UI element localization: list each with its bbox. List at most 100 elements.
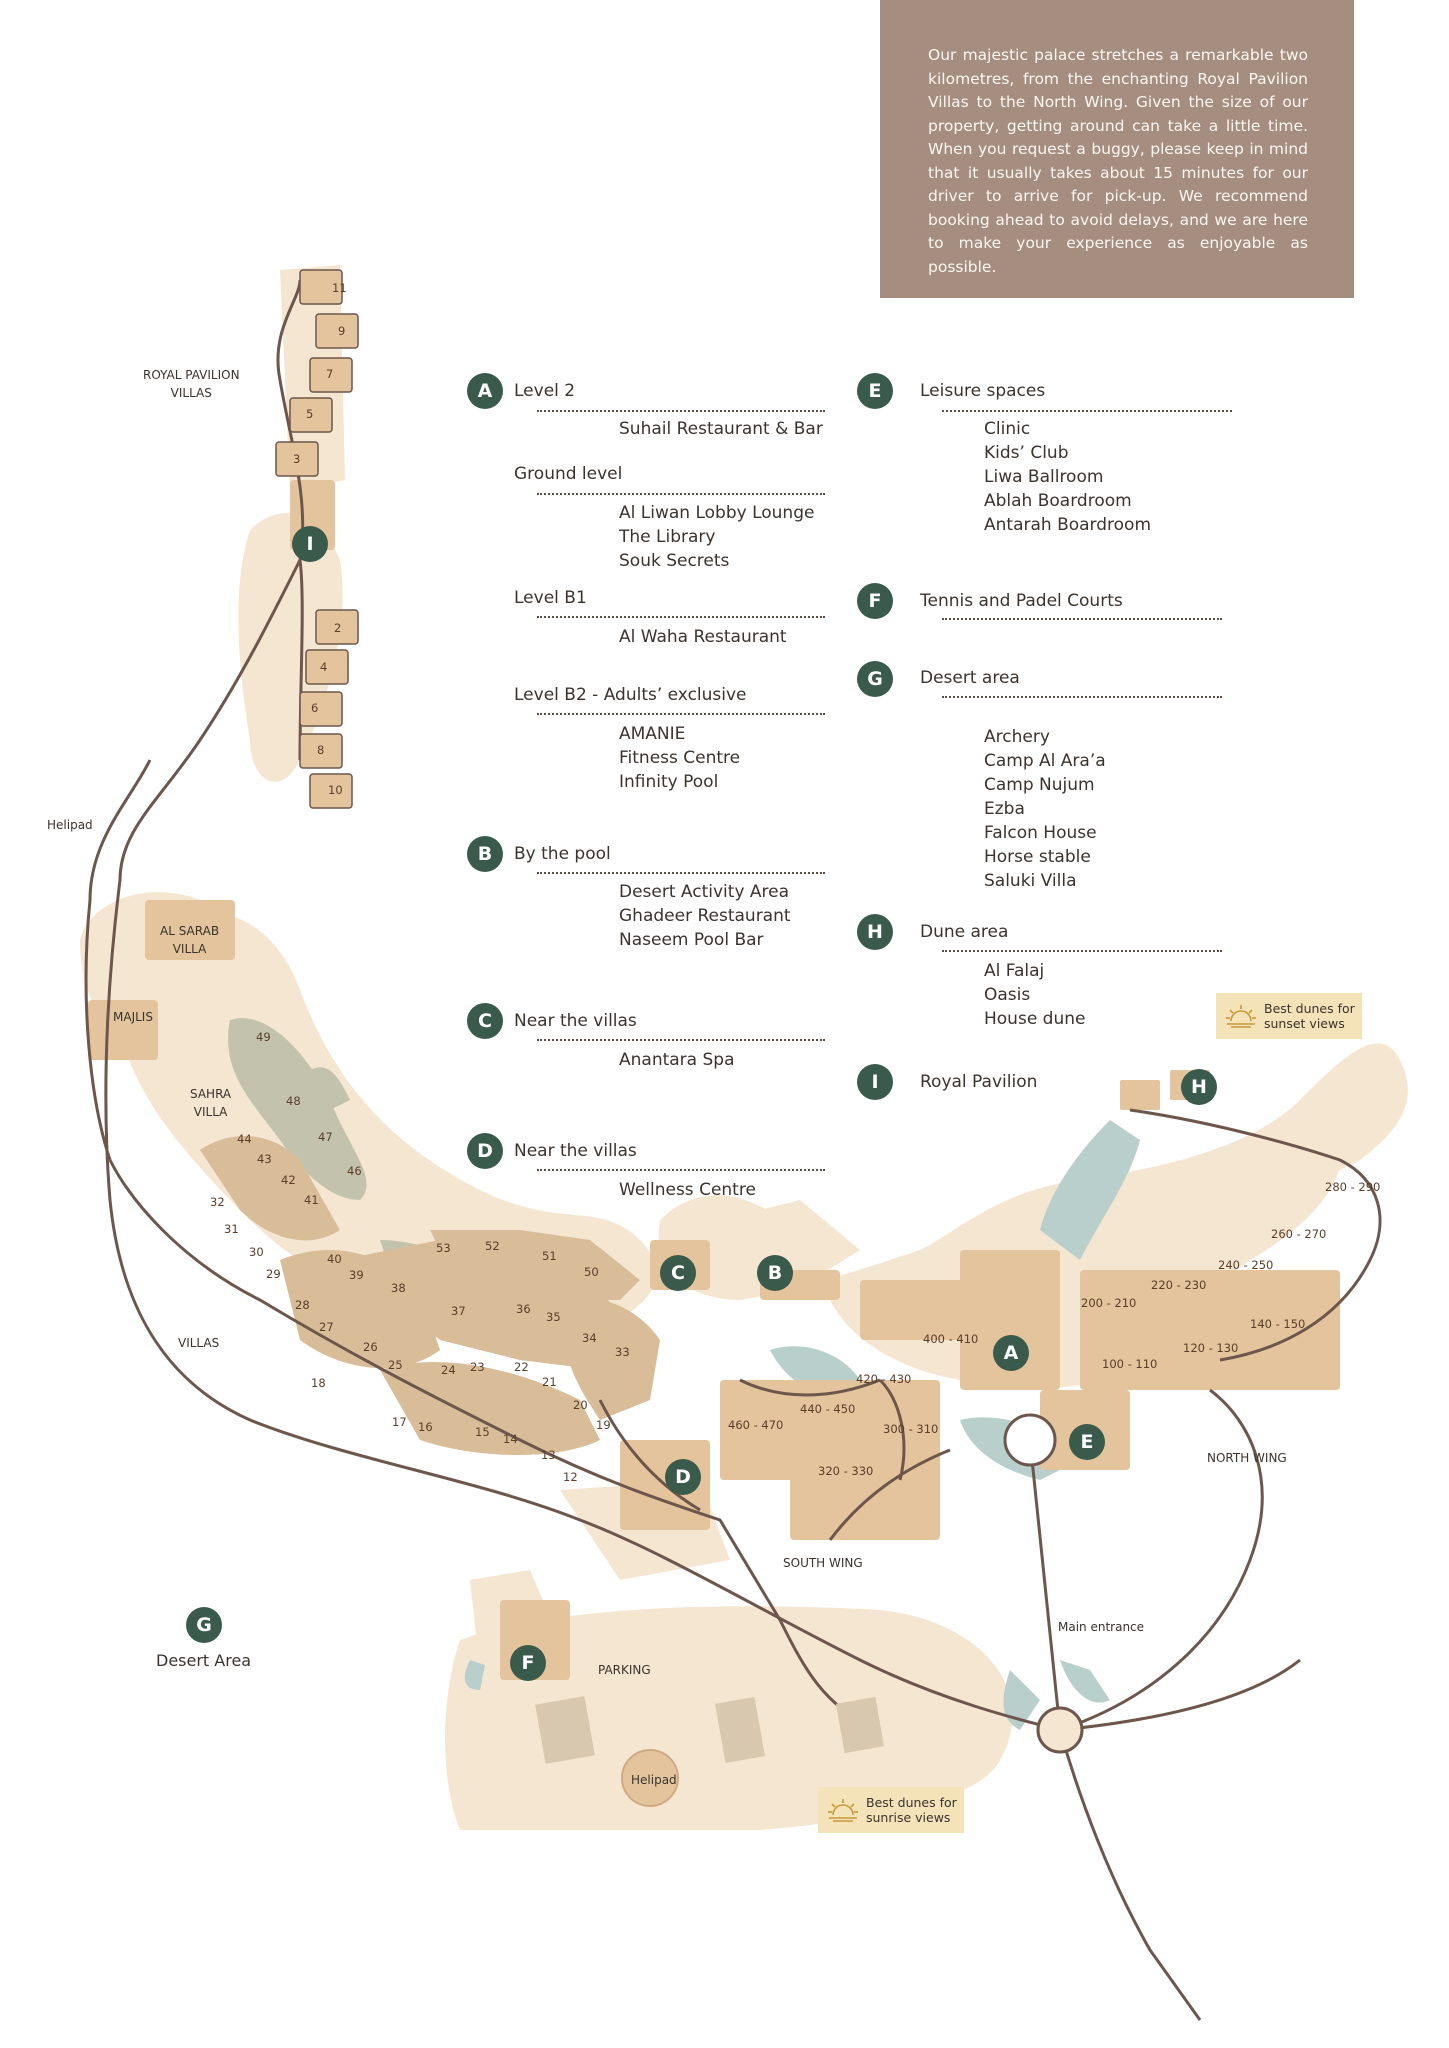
legend-f-title: Tennis and Padel Courts: [920, 591, 1123, 611]
legend-item: Antarah Boardroom: [984, 515, 1152, 535]
legend-item: Archery: [984, 727, 1050, 747]
villa-number: 27: [319, 1320, 334, 1334]
villa-number: 51: [542, 1249, 557, 1263]
villas-label: VILLAS: [178, 1336, 220, 1350]
legend-g-title: Desert area: [920, 668, 1020, 688]
room-range: 200 - 210: [1081, 1296, 1137, 1310]
villa-number: 28: [295, 1298, 310, 1312]
legend-item: Desert Activity Area: [619, 882, 790, 902]
villa-number: 49: [256, 1030, 271, 1044]
map-badge-d[interactable]: D: [665, 1459, 701, 1495]
legend-item: Al Waha Restaurant: [619, 627, 787, 647]
legend-item: Infinity Pool: [619, 772, 719, 792]
parking-label: PARKING: [598, 1663, 651, 1677]
room-range: 320 - 330: [818, 1464, 874, 1478]
pavilion-villa-number: 11: [332, 281, 347, 295]
map-badge-b[interactable]: B: [757, 1255, 793, 1291]
villa-plots: [200, 1136, 660, 1455]
legend-item: Al Falaj: [984, 961, 1045, 981]
villa-number: 47: [318, 1130, 333, 1144]
legend-divider: [942, 696, 1222, 698]
villa-number: 40: [327, 1252, 342, 1266]
legend-item: Suhail Restaurant & Bar: [619, 419, 823, 439]
pavilion-villa-number: 10: [328, 783, 343, 797]
map-badge-g[interactable]: G: [186, 1607, 222, 1643]
legend-item: Al Liwan Lobby Lounge: [619, 503, 815, 523]
legend-divider: [942, 950, 1222, 952]
legend-e-title: Leisure spaces: [920, 381, 1046, 401]
villa-number: 48: [286, 1094, 301, 1108]
helipad-south-marker: [621, 1749, 679, 1807]
map-badge-f[interactable]: F: [510, 1645, 546, 1681]
legend-b-title: By the pool: [514, 844, 611, 864]
room-range: 280 - 290: [1325, 1180, 1381, 1194]
legend-item: Ablah Boardroom: [984, 491, 1132, 511]
room-range: 420 - 430: [856, 1372, 912, 1386]
legend-a-b2-title: Level B2 - Adults’ exclusive: [514, 685, 747, 705]
villa-number: 42: [281, 1173, 296, 1187]
room-range: 300 - 310: [883, 1422, 939, 1436]
map-badge-a[interactable]: A: [993, 1335, 1029, 1371]
villa-number: 44: [237, 1132, 252, 1146]
villa-number: 19: [596, 1418, 611, 1432]
legend-divider: [537, 493, 825, 495]
villa-number: 16: [418, 1420, 433, 1434]
majlis-label: MAJLIS: [113, 1010, 153, 1024]
legend-item: Ezba: [984, 799, 1025, 819]
roads: [84, 279, 1382, 2021]
map-badge-h[interactable]: H: [1181, 1069, 1217, 1105]
north-wing-label: NORTH WING: [1207, 1451, 1287, 1465]
map-badge-e[interactable]: E: [1069, 1424, 1105, 1460]
legend-item: AMANIE: [619, 724, 686, 744]
villa-number: 33: [615, 1345, 630, 1359]
villa-number: 23: [470, 1360, 485, 1374]
sunset-icon: [1226, 1005, 1256, 1028]
villa-number: 38: [391, 1281, 406, 1295]
legend-badge-f: F: [857, 583, 893, 619]
legend-item: Falcon House: [984, 823, 1097, 843]
villa-number: 17: [392, 1415, 407, 1429]
villa-number: 24: [441, 1363, 456, 1377]
pavilion-villa-number: 5: [306, 407, 314, 421]
legend-item: Naseem Pool Bar: [619, 930, 764, 950]
villa-number: 13: [541, 1448, 556, 1462]
legend-item: Camp Nujum: [984, 775, 1095, 795]
legend-badge-i: I: [857, 1064, 893, 1100]
villa-number: 32: [210, 1195, 225, 1209]
legend-a-ground-title: Ground level: [514, 464, 623, 484]
villa-number: 31: [224, 1222, 239, 1236]
legend-badge-d: D: [467, 1133, 503, 1169]
legend-divider: [942, 410, 1232, 412]
legend-divider: [537, 872, 825, 874]
sahra-villa-label: SAHRA VILLA: [190, 1087, 232, 1119]
villa-number: 26: [363, 1340, 378, 1354]
villa-number: 15: [475, 1425, 490, 1439]
villa-number: 20: [573, 1398, 588, 1412]
map-badge-i[interactable]: I: [292, 526, 328, 562]
roundabouts: [1003, 1413, 1084, 1754]
villa-number: 43: [257, 1152, 272, 1166]
pavilion-villa-number: 8: [317, 743, 325, 757]
map-badge-c[interactable]: C: [660, 1255, 696, 1291]
legend-item: Saluki Villa: [984, 871, 1077, 891]
villa-number: 41: [304, 1193, 319, 1207]
sunrise-note: Best dunes for sunrise views: [818, 1787, 964, 1833]
legend-divider: [537, 713, 825, 715]
legend-item: Wellness Centre: [619, 1180, 756, 1200]
legend-item: Horse stable: [984, 847, 1091, 867]
legend-divider: [537, 616, 825, 618]
royal-pavilion-villas-label: ROYAL PAVILION VILLAS: [143, 368, 240, 400]
desert-area-label: Desert Area: [156, 1651, 252, 1670]
room-range: 120 - 130: [1183, 1341, 1239, 1355]
al-sarab-villa-label: AL SARAB VILLA: [160, 924, 220, 956]
room-range: 260 - 270: [1271, 1227, 1327, 1241]
pavilion-villa-number: 2: [334, 621, 342, 635]
legend-a-b1-title: Level B1: [514, 588, 587, 608]
legend-i-title: Royal Pavilion: [920, 1072, 1038, 1092]
villa-number: 36: [516, 1302, 531, 1316]
villa-number: 35: [546, 1310, 561, 1324]
legend-a-title: Level 2: [514, 381, 576, 401]
sunset-note-text: Best dunes for sunset views: [1264, 1001, 1355, 1031]
sunset-note: Best dunes for sunset views: [1216, 993, 1362, 1039]
main-entrance-label: Main entrance: [1058, 1620, 1145, 1634]
